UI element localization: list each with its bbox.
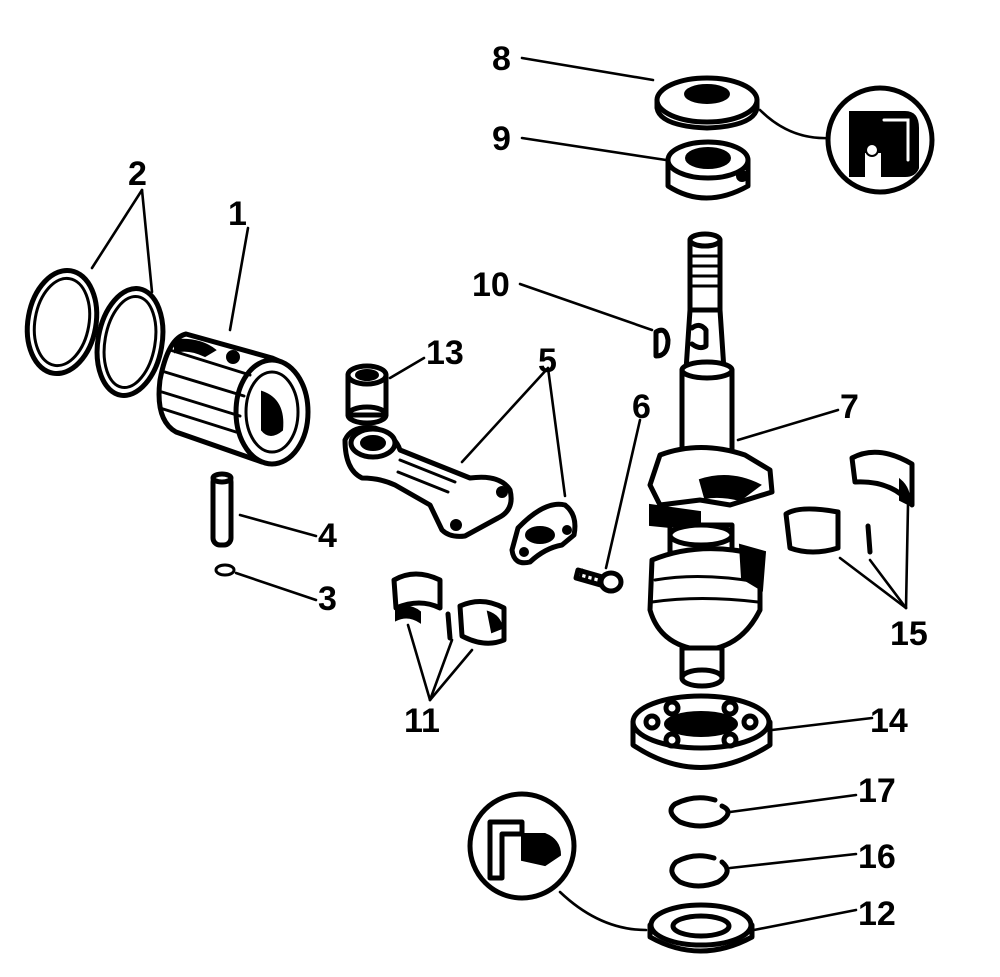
top-oil-seal [654, 75, 760, 131]
callout-5: 5 [538, 342, 557, 380]
retaining-ring-17 [668, 795, 731, 829]
callout-labels: 1 2 3 4 5 6 7 8 9 10 11 12 13 14 15 16 1… [128, 40, 928, 933]
callout-16: 16 [858, 838, 896, 876]
crankshaft [647, 231, 775, 689]
callout-11: 11 [404, 702, 440, 740]
callout-10: 10 [472, 266, 510, 304]
lower-oil-seal [647, 902, 755, 954]
main-bearing-halves [783, 449, 915, 555]
callout-8: 8 [492, 40, 511, 78]
callout-3: 3 [318, 580, 337, 618]
callout-7: 7 [840, 388, 859, 426]
callout-6: 6 [632, 388, 651, 426]
wrist-pin [210, 471, 234, 548]
needle-bearing [345, 363, 389, 426]
leader-lines [90, 56, 910, 932]
connecting-rod-cap [509, 501, 578, 566]
callout-12: 12 [858, 895, 896, 933]
seal-press-tool-icon [758, 85, 935, 195]
callout-17: 17 [858, 772, 896, 810]
seal-install-tool-icon [467, 791, 648, 932]
lower-ball-bearing [630, 693, 773, 770]
callout-9: 9 [492, 120, 511, 158]
upper-bearing [665, 139, 751, 201]
callout-15: 15 [890, 615, 928, 653]
callout-14: 14 [870, 702, 908, 740]
piston [156, 331, 311, 467]
woodruff-key [653, 327, 671, 359]
callout-13: 13 [426, 334, 464, 372]
callout-2: 2 [128, 155, 147, 193]
rod-cap-screw [573, 567, 624, 594]
rod-bearing-halves [391, 571, 507, 646]
retaining-ring-16 [669, 853, 730, 889]
piston-rings [24, 267, 166, 398]
callout-4: 4 [318, 517, 337, 555]
connecting-rod [342, 425, 514, 539]
callout-1: 1 [228, 195, 247, 233]
pin-retainer-clip [214, 563, 236, 577]
